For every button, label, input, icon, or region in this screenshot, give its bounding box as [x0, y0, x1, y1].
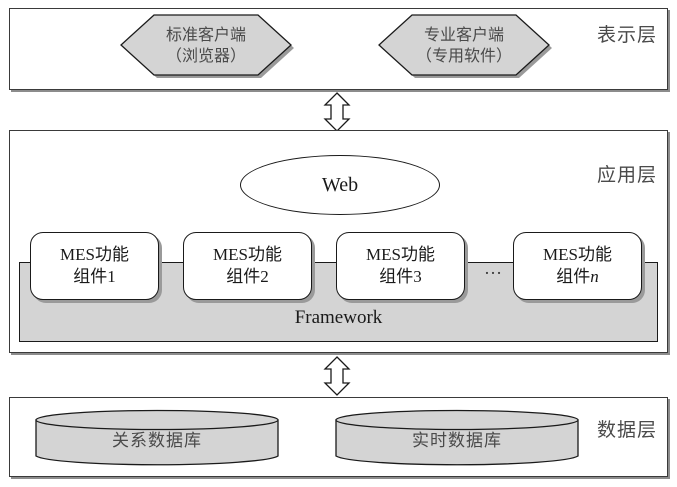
database-cylinder-icon: [335, 409, 579, 466]
mes-component-n: MES功能 组件n: [513, 232, 642, 300]
mes-component-1-prefix: 组件: [73, 267, 108, 286]
mes-component-1-line2: 组件1: [73, 266, 116, 288]
mes-component-3-index: 3: [413, 267, 422, 286]
mes-component-2: MES功能 组件2: [183, 232, 312, 300]
professional-client-hexagon: [378, 14, 550, 76]
realtime-database-node: 实时数据库: [333, 409, 581, 467]
mes-component-2-prefix: 组件: [226, 267, 261, 286]
relational-database-label: 关系数据库: [112, 430, 202, 451]
mes-component-n-index: n: [590, 267, 599, 286]
double-arrow-icon: [323, 92, 351, 132]
standard-client-text: 标准客户端 （浏览器）: [120, 14, 292, 76]
mes-component-1-index: 1: [107, 267, 116, 286]
double-arrow-icon: [323, 356, 351, 396]
mes-component-3-line2: 组件3: [379, 266, 422, 288]
professional-client-line1: 专业客户端: [423, 24, 504, 44]
application-data-connector: [323, 356, 351, 396]
professional-client-text: 专业客户端 （专用软件）: [378, 14, 550, 76]
standard-client-hexagon: [120, 14, 292, 76]
relational-database-node: 关系数据库: [33, 409, 281, 467]
mes-component-2-index: 2: [260, 267, 269, 286]
realtime-database-label: 实时数据库: [412, 430, 502, 451]
mes-component-3-prefix: 组件: [379, 267, 414, 286]
standard-client-node: 标准客户端 （浏览器）: [120, 14, 294, 78]
web-node-label: Web: [321, 173, 359, 196]
mes-component-n-line1: MES功能: [543, 244, 612, 264]
mes-component-3-line1: MES功能: [366, 244, 435, 264]
presentation-application-connector: [323, 92, 351, 132]
mes-component-1-line1: MES功能: [60, 244, 129, 264]
standard-client-line1: 标准客户端: [165, 24, 246, 44]
standard-client-line2: （浏览器）: [165, 46, 246, 65]
mes-component-n-line2: 组件n: [556, 266, 599, 288]
data-layer-label: 数据层: [596, 419, 657, 441]
mes-component-3: MES功能 组件3: [336, 232, 465, 300]
mes-component-2-line2: 组件2: [226, 266, 269, 288]
presentation-layer-label: 表示层: [596, 24, 657, 46]
database-cylinder-icon: [35, 409, 279, 466]
web-node: Web: [240, 155, 440, 215]
mes-component-n-prefix: 组件: [556, 267, 591, 286]
presentation-layer-frame: [9, 8, 668, 90]
professional-client-node: 专业客户端 （专用软件）: [378, 14, 552, 78]
application-layer-label: 应用层: [596, 164, 657, 186]
framework-label: Framework: [294, 307, 383, 328]
professional-client-line2: （专用软件）: [415, 46, 512, 65]
mes-components-ellipsis: …: [484, 258, 504, 278]
realtime-database-label-wrap: 实时数据库: [333, 409, 581, 467]
relational-database-label-wrap: 关系数据库: [33, 409, 281, 467]
mes-component-1: MES功能 组件1: [30, 232, 159, 300]
mes-component-2-line1: MES功能: [213, 244, 282, 264]
